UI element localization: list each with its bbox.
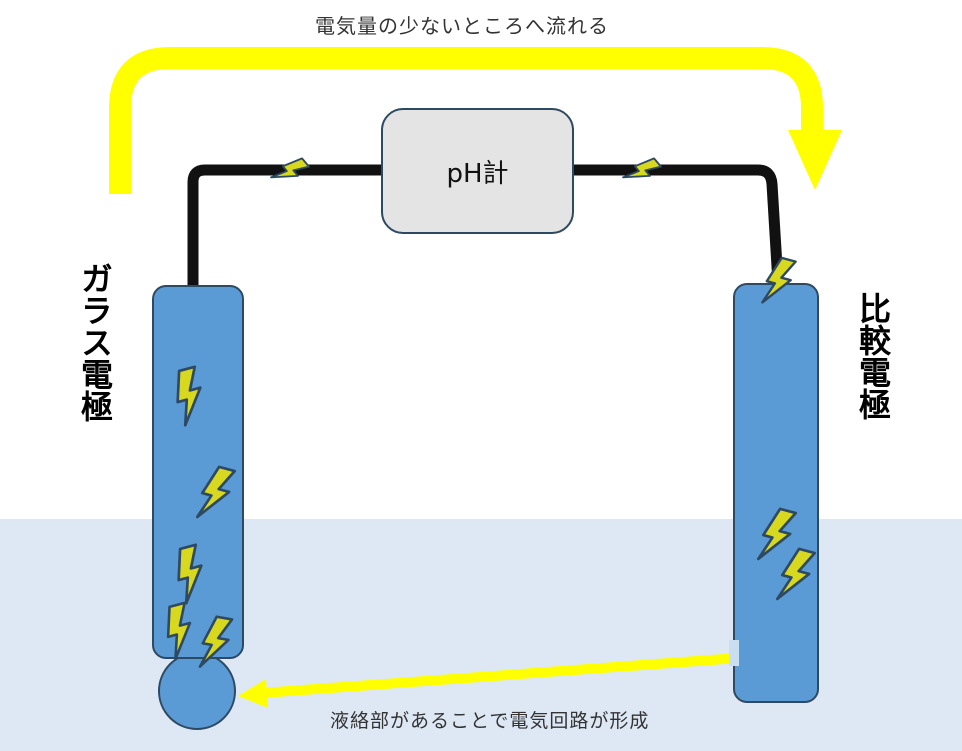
top-caption: 電気量の少ないところへ流れる — [315, 14, 609, 38]
reference-electrode-body — [733, 283, 819, 703]
bottom-flow-arrowhead — [238, 679, 268, 708]
lightning-bolt-icon — [622, 157, 662, 179]
lightning-bolt-icon — [176, 365, 202, 427]
glass-electrode-body — [152, 285, 244, 659]
lightning-bolt-icon — [177, 543, 203, 605]
bottom-caption: 液絡部があることで電気回路が形成 — [330, 710, 650, 732]
top-flow-arrowhead — [788, 130, 842, 190]
lightning-bolt-icon — [195, 465, 237, 519]
top-flow-arrow — [109, 47, 823, 194]
left-wire — [187, 164, 382, 287]
lightning-bolt-icon — [166, 601, 192, 661]
ph-meter-label: pH計 — [446, 158, 509, 189]
glass-electrode-bulb — [158, 652, 236, 730]
lightning-bolt-icon — [775, 547, 817, 601]
lightning-bolt-icon — [756, 507, 798, 561]
liquid-junction — [729, 640, 739, 666]
lightning-bolt-icon — [761, 256, 797, 304]
reference-electrode-label: 比較電極 — [854, 292, 892, 420]
lightning-bolt-icon — [198, 615, 234, 668]
bottom-flow-arrow — [261, 653, 739, 698]
ph-meter: pH計 — [381, 108, 574, 234]
glass-electrode-label: ガラス電極 — [76, 262, 114, 422]
right-wire — [574, 164, 784, 284]
lightning-bolt-icon — [270, 157, 310, 179]
